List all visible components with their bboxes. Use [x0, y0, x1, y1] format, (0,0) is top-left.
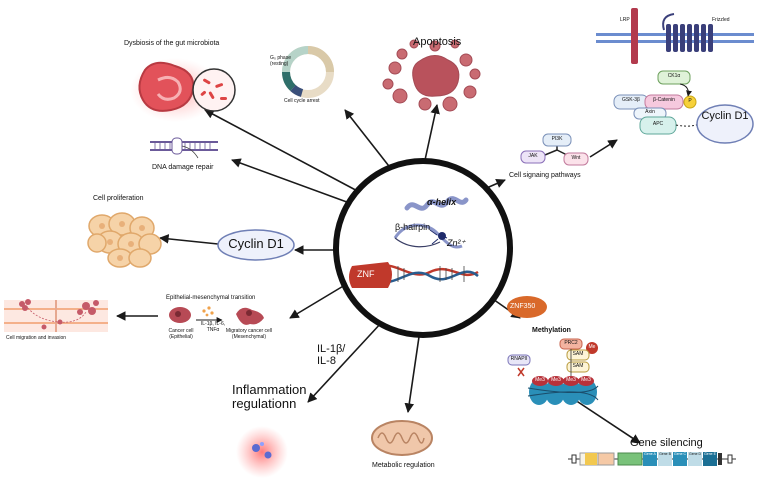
migration-illustration	[4, 299, 108, 332]
me3-label: Me3	[581, 377, 591, 383]
arrow-to-metabolic	[404, 329, 421, 413]
gene-box-label: Gene B	[659, 452, 671, 456]
znf-protein-shape	[349, 262, 392, 288]
me3-label: Me3	[551, 377, 561, 383]
gene-strip	[568, 452, 736, 466]
alpha-helix-label: α-helix	[427, 197, 457, 207]
beta-hairpin-label: β-hairpin	[395, 222, 431, 232]
beta-hairpin-strand	[393, 223, 463, 249]
gene-box-label: Gene A	[644, 452, 656, 456]
cell-signaling-label: Cell signaing pathways	[509, 172, 581, 179]
cell-proliferation-label: Cell proliferation	[93, 195, 144, 202]
arrow-to-dysbiosis	[204, 109, 366, 196]
metabolic-regulation-label: Metabolic regulation	[372, 462, 435, 469]
cancer-cell-label: Cancer cell (Epithelial)	[168, 328, 194, 340]
zn-ion-label: Zn²⁺	[447, 238, 466, 248]
sam-label-1: SAM	[572, 351, 584, 357]
membrane-receptors	[596, 8, 754, 64]
lrp-label: LRP	[620, 17, 630, 23]
cell-migration-label: Cell migration and invasion	[6, 335, 67, 341]
mitochondrion-icon	[371, 420, 433, 456]
emt-illustration	[169, 306, 264, 325]
cytokines-label: IL-1β, IL-6, TNFα	[200, 321, 226, 333]
dysbiosis-label: Dysbiosis of the gut microbiota	[124, 40, 220, 47]
migratory-cell-label: Migratory cancer cell (Mesenchymal)	[225, 328, 273, 340]
arrow-cyclin-to-proliferation	[159, 234, 219, 245]
prc2-label: PRC2	[564, 340, 578, 346]
gut-illustration	[130, 58, 236, 122]
znf350-badge	[507, 296, 547, 318]
apoptosis-illustration	[382, 39, 481, 112]
arrow-to-inflammation	[307, 321, 383, 403]
cell-cycle-ring	[282, 46, 334, 98]
g0-phase-label: G₀ phase (resting)	[270, 55, 291, 67]
gsk3b-label: GSK-3β	[622, 97, 640, 103]
gene-silencing-label: Gene silencing	[630, 437, 703, 449]
znf-label: ZNF	[357, 269, 375, 279]
cyclin-d1-wnt-label: Cyclin D1	[701, 110, 749, 122]
apc-label: APC	[652, 121, 664, 127]
gene-box-label: Gene E	[704, 452, 716, 456]
alpha-helix-ribbon	[404, 196, 469, 211]
wnt-destruction-complex	[613, 70, 754, 144]
jak-label: JAK	[528, 153, 538, 159]
frizzled-label: Frizzled	[712, 17, 730, 23]
methylation-label: Methylation	[532, 327, 571, 334]
cyclin-d1-label: Cyclin D1	[228, 236, 284, 251]
cyclin-d1-oval	[217, 229, 295, 261]
arrow-to-cell-cycle	[344, 109, 393, 171]
arrow-to-emt	[289, 284, 346, 319]
pi3k-label: PI3K	[551, 136, 563, 142]
inflammation-regulation-label: Inflammation regulationn	[232, 382, 307, 412]
phosphate-label: P	[688, 98, 692, 104]
proliferating-cells	[87, 212, 162, 268]
me-label: Me	[588, 344, 596, 350]
arrow-to-apoptosis	[424, 104, 440, 161]
dna-damage-repair-label: DNA damage repair	[152, 164, 214, 171]
rnapii-label: RNAPII	[510, 356, 528, 362]
me3-label: Me3	[535, 377, 545, 383]
emt-label: Epithelial-mesenchymal transition	[166, 295, 256, 301]
arrow-to-dna-repair	[231, 158, 356, 206]
apoptosis-label: Apoptosis	[413, 36, 462, 48]
sam-label-2: SAM	[572, 363, 584, 369]
beta-catenin-label: β-Catenin	[653, 97, 675, 103]
axin-label: Axin	[645, 109, 655, 115]
signaling-nodes	[520, 133, 589, 166]
gene-box-label: Gene C	[673, 452, 687, 456]
inflammation-glow	[236, 426, 288, 478]
dna-helix	[374, 264, 479, 284]
ck1a-label: CK1α	[667, 73, 681, 79]
il1b-il8-label: IL-1β/ IL-8	[317, 343, 346, 368]
microbiota-zoom-circle	[192, 68, 236, 112]
me3-label: Me3	[566, 377, 576, 383]
gene-box-label: Gene D	[688, 452, 702, 456]
methylation-complex	[507, 338, 599, 405]
cell-cycle-arrest-label: Cell cycle arrest	[284, 98, 320, 104]
arrow-to-gene-silencing	[574, 399, 641, 444]
dna-damage-illustration	[150, 137, 218, 159]
arrow-to-wnt-pathway	[589, 139, 618, 158]
wnt-label: Wnt	[571, 155, 581, 161]
znf350-label: ZNF350	[510, 303, 536, 310]
central-ring	[333, 158, 513, 338]
